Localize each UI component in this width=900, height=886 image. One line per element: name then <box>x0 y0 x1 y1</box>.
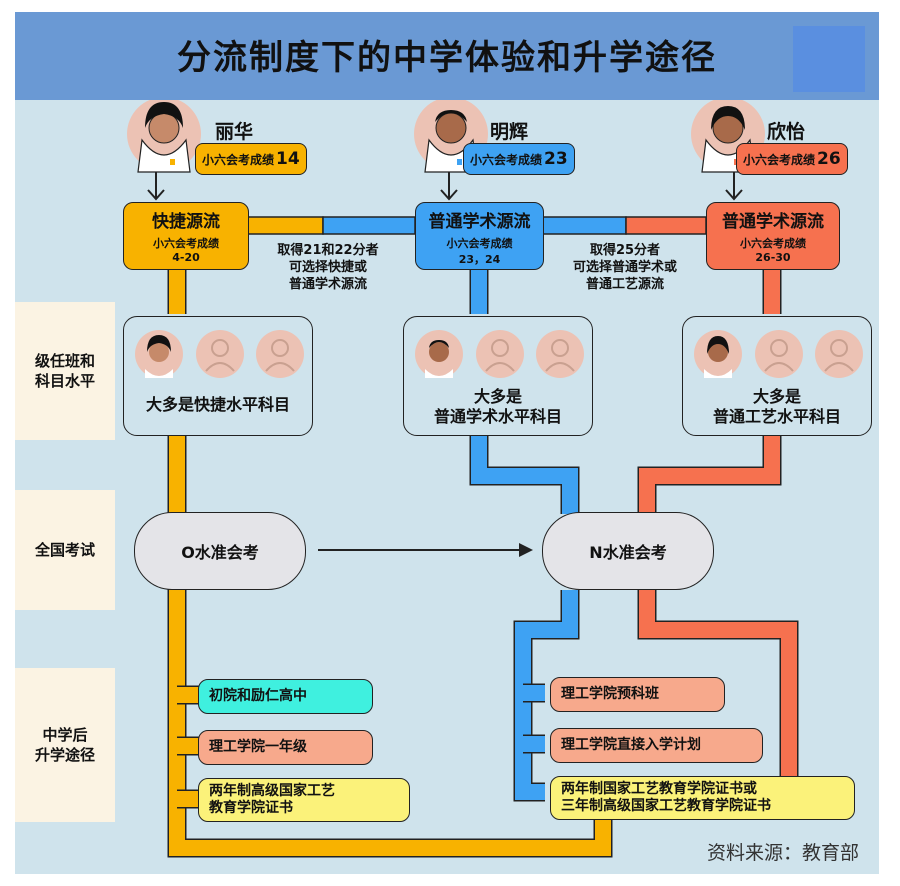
header-decoration <box>793 26 865 92</box>
stream-title: 快捷源流 <box>152 212 220 232</box>
class-box-express: 大多是快捷水平科目 <box>123 316 313 436</box>
score-value: 23 <box>544 149 568 169</box>
avatar-lihua <box>127 97 201 173</box>
class-level-text: 大多是 普通学术水平科目 <box>433 387 562 426</box>
student-avatar-icon <box>694 330 742 378</box>
row-label-class: 级任班和 科目水平 <box>15 302 115 440</box>
person-placeholder-icon <box>815 330 863 378</box>
stream-range: 4-20 <box>172 251 200 264</box>
student-arrows <box>147 170 743 201</box>
student-avatar-icon <box>135 330 183 378</box>
score-value: 14 <box>276 149 300 169</box>
express-path <box>167 270 613 858</box>
source-credit: 资料来源：教育部 <box>706 842 859 864</box>
classmate-avatars <box>694 330 863 378</box>
person-placeholder-icon <box>536 330 584 378</box>
pathway-poly-foundation: 理工学院预科班 <box>550 677 725 712</box>
connector-technical-academic <box>625 216 707 235</box>
classmate-avatars <box>135 330 304 378</box>
student-avatar-icon <box>415 330 463 378</box>
stream-title: 普通学术源流 <box>428 212 531 232</box>
person-placeholder-icon <box>196 330 244 378</box>
stream-range: 23，24 <box>458 253 501 266</box>
stream-sub: 小六会考成绩 <box>153 237 219 250</box>
stream-range: 26-30 <box>755 251 791 264</box>
person-placeholder-icon <box>256 330 304 378</box>
stream-normal-technical: 普通学术源流 小六会考成绩 26-30 <box>706 202 840 270</box>
note-score-21-22: 取得21和22分者 可选择快捷或 普通学术源流 <box>277 243 379 292</box>
pathway-ite-nitec-options: 两年制国家工艺教育学院证书或 三年制高级国家工艺教育学院证书 <box>550 776 855 820</box>
connector-academic-technical <box>541 216 627 235</box>
note-score-25: 取得25分者 可选择普通学术或 普通工艺源流 <box>572 243 677 292</box>
stream-sub: 小六会考成绩 <box>740 237 806 250</box>
pathway-jc-mi: 初院和励仁高中 <box>198 679 373 714</box>
infographic: 分流制度下的中学体验和升学途径 级任班和 科目水平 全国考试 中学后 升学途径 … <box>15 12 879 874</box>
pathway-direct-entry-poly: 理工学院直接入学计划 <box>550 728 763 763</box>
class-level-text: 大多是快捷水平科目 <box>145 395 290 414</box>
student-name-xinyi: 欣怡 <box>767 121 806 143</box>
technical-path <box>637 270 799 776</box>
row-label-after: 中学后 升学途径 <box>15 668 115 822</box>
person-placeholder-icon <box>476 330 524 378</box>
connector-academic-express <box>322 216 416 235</box>
academic-path <box>469 270 580 802</box>
person-placeholder-icon <box>755 330 803 378</box>
pathway-ite-higher-nitec-2yr: 两年制高级国家工艺 教育学院证书 <box>198 778 410 822</box>
stream-express: 快捷源流 小六会考成绩 4-20 <box>123 202 249 270</box>
class-box-technical: 大多是 普通工艺水平科目 <box>682 316 872 436</box>
score-label: 小六会考成绩 <box>743 152 816 167</box>
exam-o-level: O水准会考 <box>134 512 306 590</box>
pathway-poly-year1: 理工学院一年级 <box>198 730 373 765</box>
student-name-lihua: 丽华 <box>215 121 254 143</box>
score-label: 小六会考成绩 <box>470 152 543 167</box>
score-label: 小六会考成绩 <box>202 152 275 167</box>
row-label-exam: 全国考试 <box>15 490 115 610</box>
student-name-minghui: 明辉 <box>490 121 529 143</box>
stream-sub: 小六会考成绩 <box>446 237 513 250</box>
stream-title: 普通学术源流 <box>722 212 824 232</box>
header-bar: 分流制度下的中学体验和升学途径 <box>15 12 879 100</box>
classmate-avatars <box>415 330 584 378</box>
o-to-n-arrow <box>318 543 533 557</box>
class-box-academic: 大多是 普通学术水平科目 <box>403 316 593 436</box>
page-title: 分流制度下的中学体验和升学途径 <box>177 38 717 78</box>
exam-n-level: N水准会考 <box>542 512 714 590</box>
connector-express-academic <box>246 216 324 235</box>
stream-normal-academic: 普通学术源流 小六会考成绩 23，24 <box>415 202 544 270</box>
flow-lines <box>127 97 799 858</box>
score-value: 26 <box>817 149 841 169</box>
class-level-text: 大多是 普通工艺水平科目 <box>712 387 841 426</box>
